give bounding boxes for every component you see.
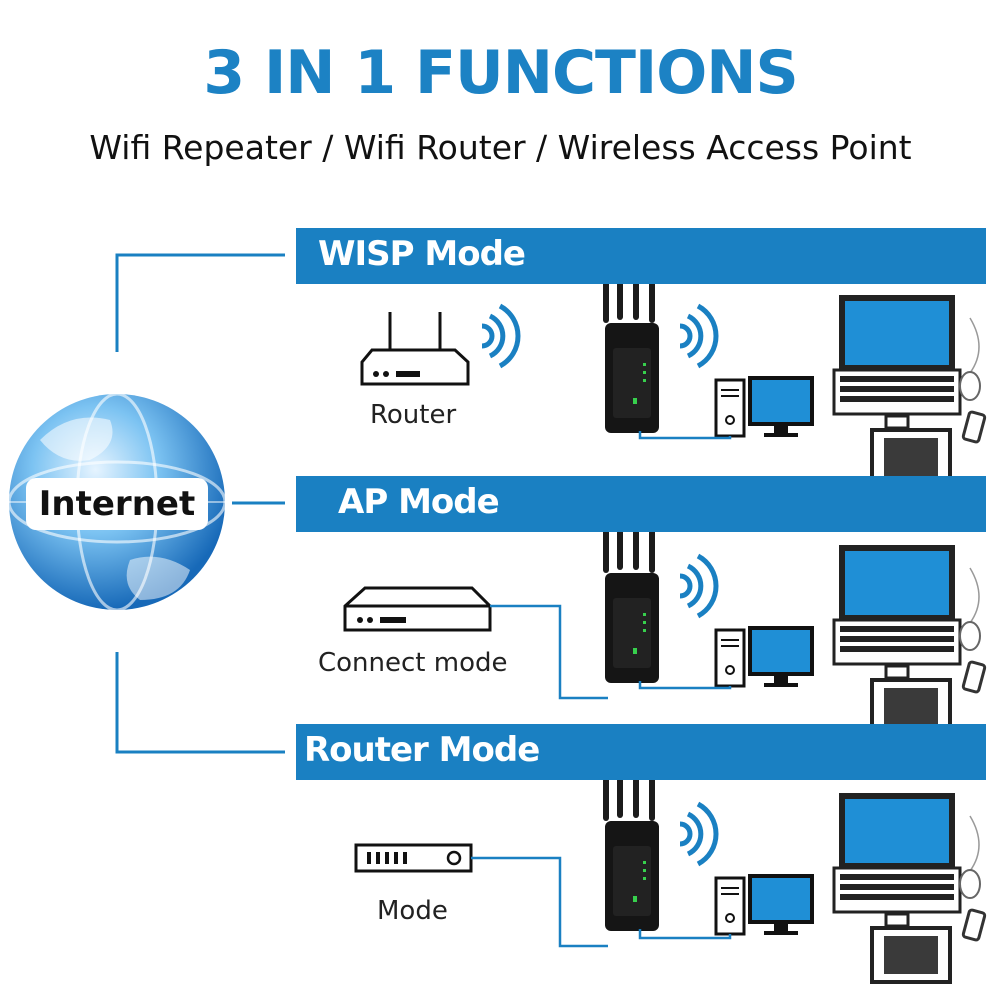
wifi-signal-icon: [482, 306, 518, 366]
wifi-signal-icon: [680, 306, 716, 366]
laptop-devices-icon: [834, 548, 985, 734]
switch-icon: [343, 586, 492, 632]
laptop-devices-icon: [834, 298, 985, 484]
desktop-pc-icon: [714, 874, 814, 937]
router-mode-title: Router Mode: [304, 730, 540, 770]
router-mode-band: Router Mode: [296, 724, 986, 780]
wifi-signal-icon: [680, 804, 716, 864]
wisp-mode-title: WISP Mode: [318, 234, 526, 274]
modem-icon: [354, 843, 473, 873]
router-icon: [360, 312, 470, 386]
mode-label: Mode: [377, 896, 448, 926]
ap-mode-title: AP Mode: [338, 482, 500, 522]
connect-mode-label: Connect mode: [318, 648, 508, 678]
router-label: Router: [370, 400, 457, 430]
page-title: 3 IN 1 FUNCTIONS: [203, 38, 798, 108]
wifi-signal-icon: [680, 556, 716, 616]
connection-lines: [115, 253, 285, 754]
page-subtitle: Wifi Repeater / Wifi Router / Wireless A…: [89, 128, 912, 167]
laptop-devices-icon: [834, 796, 985, 982]
wisp-mode-band: WISP Mode: [296, 228, 986, 284]
desktop-pc-icon: [714, 376, 814, 439]
ap-mode-band: AP Mode: [296, 476, 986, 532]
desktop-pc-icon: [714, 626, 814, 689]
internet-label: Internet: [26, 478, 208, 530]
